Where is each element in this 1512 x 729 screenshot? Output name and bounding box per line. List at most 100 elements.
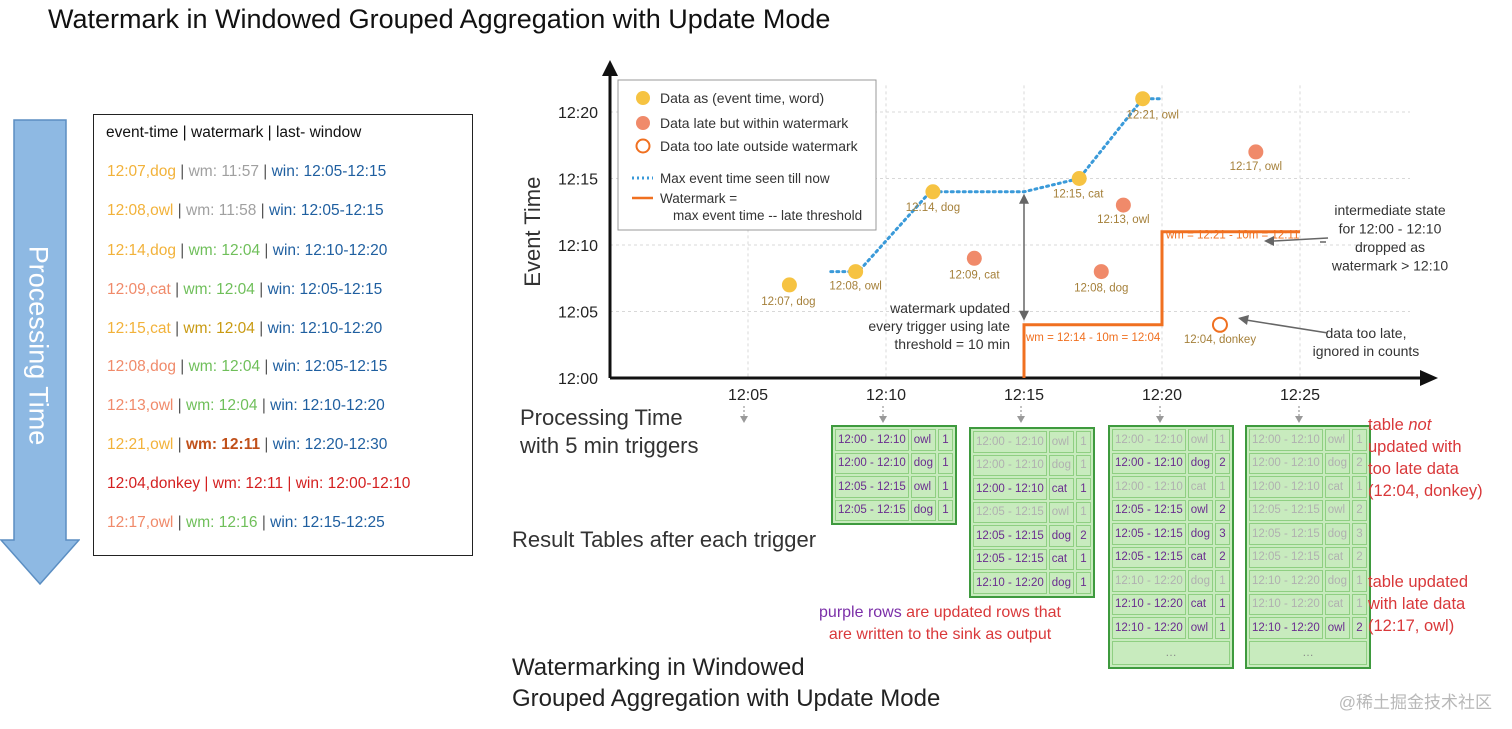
annotation-intermediate: for 12:00 - 12:10 [1339,221,1442,237]
cell-word: dog [1048,572,1074,594]
cell-word: owl [1324,617,1350,639]
point-label: 12:17, owl [1230,161,1282,173]
log-window: win: 12:05-12:15 [272,358,388,375]
cell-word: owl [910,429,936,451]
log-row: 12:09,cat | wm: 12:04 | win: 12:05-12:15 [107,281,383,298]
cell-window: 12:10 - 12:20 [1249,570,1323,592]
cell-count: 2 [1351,546,1367,568]
cell-word: cat [1187,476,1213,498]
site-watermark: @稀土掘金技术社区 [1338,693,1492,712]
cell-word: cat [1187,593,1213,615]
cell-count: 2 [1351,499,1367,521]
log-event: 12:13,owl [107,397,174,414]
point-on-time [1135,91,1151,107]
cell-window: 12:05 - 12:15 [1112,523,1186,545]
point-label: 12:04, donkey [1184,334,1257,346]
cell-count: 1 [1214,570,1230,592]
page-title: Watermark in Windowed Grouped Aggregatio… [48,4,831,34]
cell-count: 3 [1214,523,1230,545]
point-on-time [781,277,797,293]
log-event: 12:08,owl [107,202,174,219]
point-on-time [848,264,864,280]
log-row: 12:08,dog | wm: 12:04 | win: 12:05-12:15 [107,358,388,375]
cell-count: 2 [1075,525,1091,547]
cell-count: 1 [1351,476,1367,498]
cell-count: 1 [1351,570,1367,592]
cell-word: cat [1324,593,1350,615]
cell-word: owl [1324,499,1350,521]
cell-window: 12:05 - 12:15 [835,476,909,498]
cell-word: dog [1048,525,1074,547]
legend-label: max event time -- late threshold [673,208,862,223]
log-watermark: wm: 12:11 [186,436,261,453]
processing-time-label: Processing Time [23,245,54,446]
y-tick-label: 12:15 [558,172,598,189]
result-tables-caption: Result Tables after each trigger [512,527,817,552]
log-row: 12:17,owl | wm: 12:16 | win: 12:15-12:25 [107,514,385,531]
y-axis-label: Event Time [520,177,545,287]
table-row-more: … [1112,640,1230,665]
log-window: win: 12:10-12:20 [267,320,383,337]
log-watermark: wm: 12:04 [188,358,261,375]
log-row: 12:13,owl | wm: 12:04 | win: 12:10-12:20 [107,397,385,414]
trigger-arrowhead [879,416,887,423]
note-table-updated: table updated with late data (12:17, owl… [1368,573,1469,635]
cell-count: 1 [1075,548,1091,570]
log-window: win: 12:05-12:15 [267,281,383,298]
bottom-caption: Watermarking in Windowed Grouped Aggrega… [512,654,941,712]
legend-label: Data as (event time, word) [660,90,824,106]
processing-time-arrow [0,119,80,586]
cell-word: owl [1048,501,1074,523]
point-label: 12:07, dog [761,296,815,308]
trigger-arrows [740,406,1303,423]
cell-window: 12:05 - 12:15 [1249,546,1323,568]
point-late [966,250,982,266]
cell-count: 1 [1075,431,1091,453]
log-window: win: 12:10-12:20 [272,242,388,259]
ellipsis: … [1112,640,1230,665]
cell-window: 12:10 - 12:20 [1112,593,1186,615]
log-watermark: wm: 12:04 [183,320,255,337]
cell-count: 1 [937,499,953,521]
log-window: win: 12:20-12:30 [272,436,388,453]
cell-window: 12:05 - 12:15 [835,499,909,521]
watermark-label: wm = 12:21 - 10m = 12:11 [1165,230,1299,242]
point-label: 12:15, cat [1053,189,1104,201]
cell-word: owl [1048,431,1074,453]
annotation-arrow [1245,319,1329,334]
annotation-wm-updated: every trigger using late [868,318,1010,334]
cell-window: 12:05 - 12:15 [1112,499,1186,521]
legend-label: Data late but within watermark [660,115,849,131]
cell-window: 12:05 - 12:15 [1249,499,1323,521]
cell-count: 1 [1214,429,1230,451]
ellipsis: … [1249,640,1367,665]
point-late [1248,144,1264,160]
legend-label: Watermark = [660,191,737,206]
cell-word: owl [1187,617,1213,639]
cell-window: 12:00 - 12:10 [1249,429,1323,451]
watermark-label: wm = 12:14 - 10m = 12:04 [1025,332,1161,344]
point-label: 12:08, dog [1074,283,1128,295]
cell-count: 1 [937,452,953,474]
log-row: 12:04,donkey | wm: 12:11 | win: 12:00-12… [107,475,411,492]
annotation-too-late: data too late, [1326,325,1407,341]
cell-window: 12:00 - 12:10 [973,454,1047,476]
cell-count: 2 [1214,499,1230,521]
log-watermark: wm: 12:16 [186,514,258,531]
axes [602,60,1438,386]
log-row: 12:07,dog | wm: 11:57 | win: 12:05-12:15 [107,163,387,180]
